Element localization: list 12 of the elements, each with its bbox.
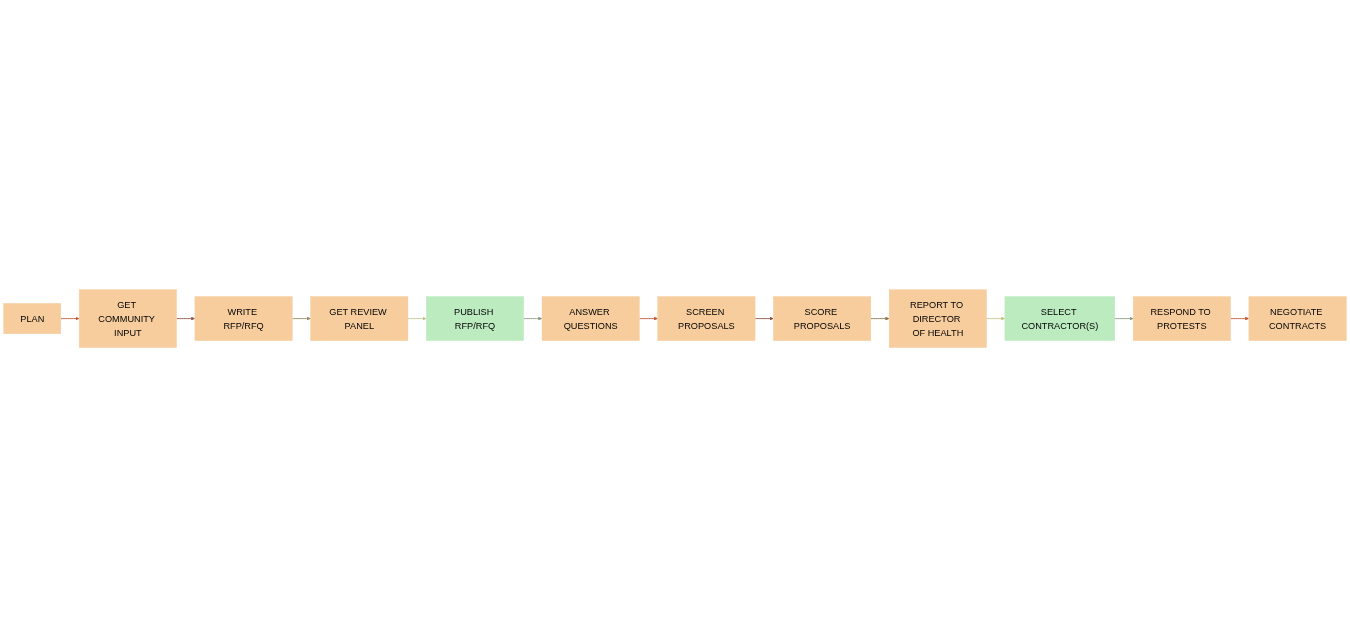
node-box: WRITE RFP/RFQ — [194, 296, 293, 341]
node-box: PUBLISH RFP/RFQ — [426, 296, 524, 341]
node-box: SELECT CONTRACTOR(S) — [1004, 296, 1116, 341]
node-box: NEGOTIATE CONTRACTS — [1248, 296, 1347, 341]
node-box: PLAN — [3, 303, 62, 334]
node-box: GET COMMUNITY INPUT — [78, 289, 177, 348]
node-box: GET REVIEW PANEL — [310, 296, 409, 341]
node-box: SCREEN PROPOSALS — [657, 296, 756, 341]
node-box: REPORT TO DIRECTOR OF HEALTH — [888, 289, 987, 348]
node-box: RESPOND TO PROTESTS — [1132, 296, 1231, 341]
node-box: ANSWER QUESTIONS — [541, 296, 640, 341]
node-box: SCORE PROPOSALS — [773, 296, 872, 341]
